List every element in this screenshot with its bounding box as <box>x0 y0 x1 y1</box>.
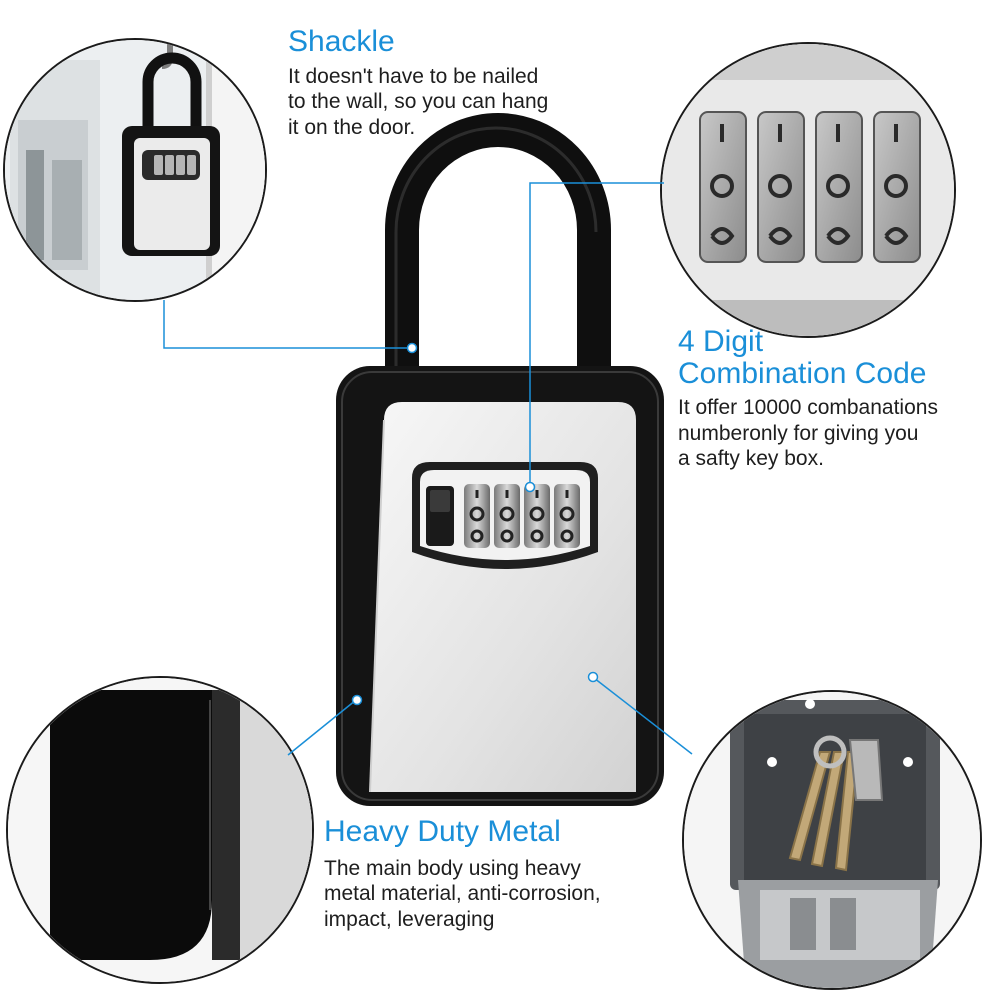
feature-heavy-duty-metal: Heavy Duty Metal The main body using hea… <box>324 816 601 932</box>
inset-metal-edge <box>6 676 314 984</box>
feature-title: Shackle <box>288 25 395 58</box>
inset-dial-closeup <box>660 42 956 338</box>
shackle <box>385 113 611 400</box>
feature-description: It doesn't have to be nailed to the wall… <box>288 64 549 139</box>
feature-description: The main body using heavy metal material… <box>324 856 601 931</box>
main-lock-image <box>336 113 664 806</box>
inset-open-box-keys <box>682 690 982 990</box>
inset-hanging-on-door <box>3 38 267 302</box>
callout-lines <box>163 182 693 756</box>
combination-wheels <box>464 484 580 548</box>
feature-shackle: Shackle It doesn't have to be nailed to … <box>288 26 548 140</box>
feature-title: 4 Digit Combination Code <box>678 325 927 390</box>
feature-description: It offer 10000 combanations numberonly f… <box>678 396 938 471</box>
lock-face-plate <box>370 402 636 792</box>
feature-title: Heavy Duty Metal <box>324 815 561 848</box>
feature-combination-code: 4 Digit Combination Code It offer 10000 … <box>678 326 938 472</box>
